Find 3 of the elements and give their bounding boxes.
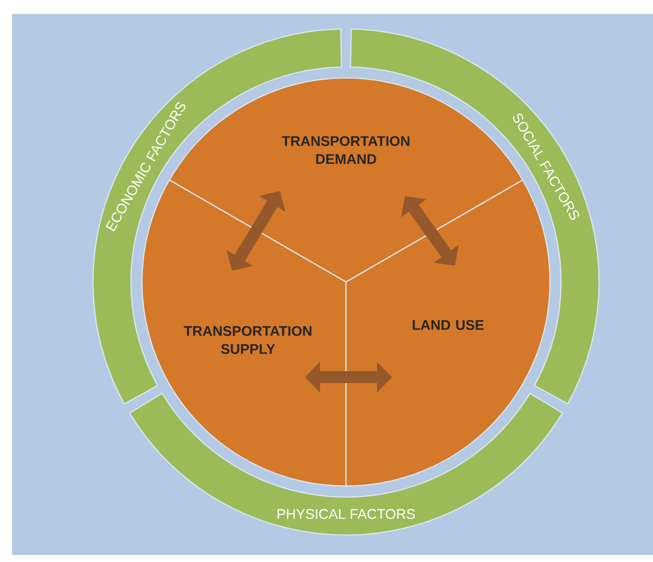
double-arrow: [401, 196, 459, 266]
circle-sector: LAND USE: [345, 179, 551, 487]
ring-segment: PHYSICAL FACTORS: [129, 392, 563, 536]
